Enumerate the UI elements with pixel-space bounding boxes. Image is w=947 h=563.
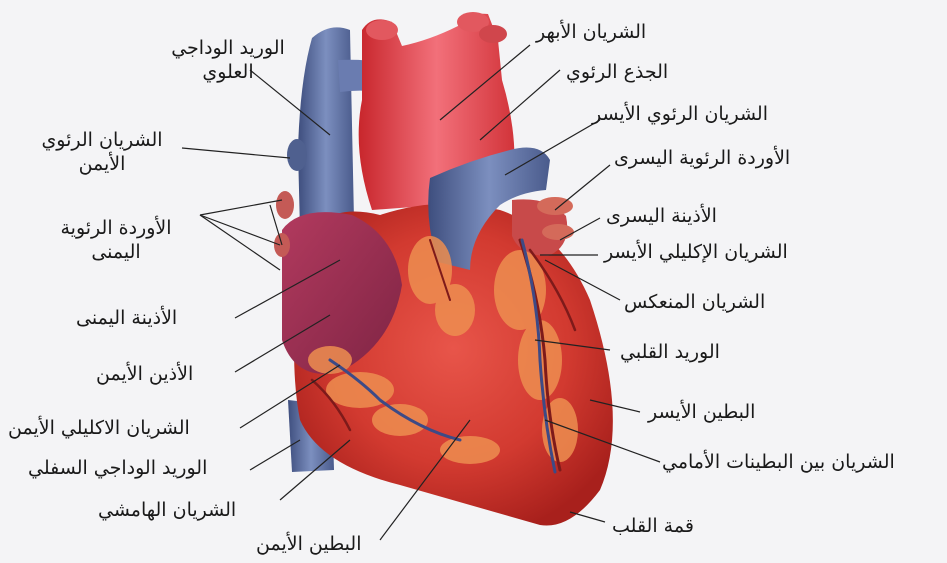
aorta-branch-1: [366, 20, 398, 40]
label-marginal-artery: الشريان الهامشي: [98, 498, 236, 522]
label-pulmonary-trunk: الجذع الرئوي: [566, 60, 668, 84]
label-right-coronary-artery: الشريان الاكليلي الأيمن: [8, 416, 190, 440]
label-left-ventricle: البطين الأيسر: [648, 400, 755, 424]
right-pulmonary-artery-stub: [287, 139, 307, 171]
aorta-branch-3: [479, 25, 507, 43]
left-pulmonary-vein-2: [542, 224, 574, 240]
label-apex: قمة القلب: [612, 514, 694, 538]
label-cardiac-vein: الوريد القلبي: [620, 340, 720, 364]
label-right-atrium: الأذينة اليمنى: [76, 306, 177, 330]
svc-shape: [298, 27, 354, 230]
label-anterior-interventricular-artery: الشريان بين البطينات الأمامي: [662, 450, 895, 474]
label-svc: الوريد الوداجي العلوي: [168, 36, 288, 84]
label-right-pulmonary-veins: الأوردة الرئوية اليمنى: [36, 216, 196, 264]
label-right-pulmonary-artery: الشريان الرئوي الأيمن: [22, 128, 182, 176]
right-pulmonary-vein-1: [276, 191, 294, 219]
label-right-auricle: الأذين الأيمن: [96, 362, 193, 386]
label-ivc: الوريد الوداجي السفلي: [28, 456, 207, 480]
label-aorta: الشريان الأبهر: [536, 20, 646, 44]
label-circumflex-artery: الشريان المنعكس: [624, 290, 765, 314]
label-left-coronary-artery: الشريان الإكليلي الأيسر: [604, 240, 788, 264]
label-left-pulmonary-veins: الأوردة الرئوية اليسرى: [614, 146, 790, 170]
label-left-atrium: الأذينة اليسرى: [606, 204, 717, 228]
label-right-ventricle: البطين الأيمن: [256, 532, 361, 556]
label-left-pulmonary-artery: الشريان الرئوي الأيسر: [592, 102, 768, 126]
